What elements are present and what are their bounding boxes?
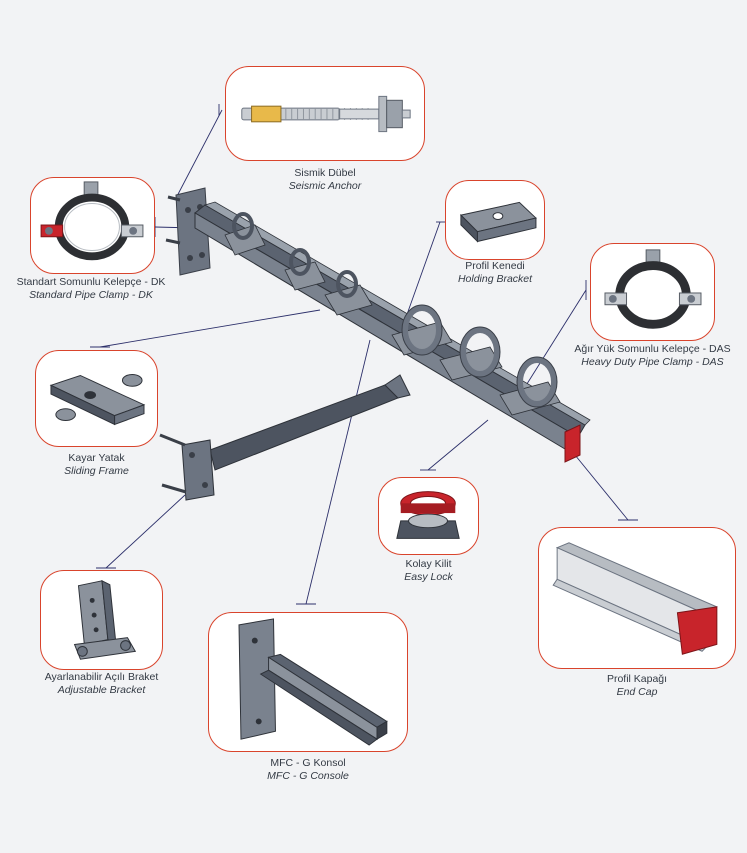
channel-console-icon: [238, 618, 388, 746]
seismic-anchor-icon: [241, 95, 411, 133]
card-pipe-clamp-dk: [30, 177, 155, 274]
end-cap-icon: [552, 542, 718, 655]
caption-end-cap: Profil Kapağı End Cap: [606, 673, 668, 698]
caption-seismic-anchor: Sismik Dübel Seismic Anchor: [288, 167, 362, 192]
caption-pipe-clamp-das: Ağır Yük Somunlu Kelepçe - DAS Heavy Dut…: [574, 343, 731, 368]
card-adjustable-bracket: [40, 570, 163, 670]
caption-easy-lock: Kolay Kilit Easy Lock: [404, 558, 453, 583]
support-assembly: [159, 187, 591, 501]
adjustable-bracket-icon: [73, 579, 137, 660]
easy-lock-icon: [396, 491, 460, 539]
holding-bracket-icon: [459, 201, 537, 243]
caption-mfc-console: MFC - G Konsol MFC - G Console: [267, 757, 349, 782]
card-holding-bracket: [445, 180, 545, 260]
leader-line-holding: [404, 221, 441, 321]
card-sliding-frame: [35, 350, 158, 447]
caption-holding-bracket: Profil Kenedi Holding Bracket: [457, 260, 533, 285]
heavy-duty-pipe-clamp-icon: [604, 249, 702, 329]
sliding-frame-icon: [49, 374, 146, 426]
card-easy-lock: [378, 477, 479, 555]
caption-pipe-clamp-dk: Standart Somunlu Kelepçe - DK Standard P…: [16, 276, 166, 301]
leader-line-anchor: [174, 109, 223, 201]
caption-adjustable-bracket: Ayarlanabilir Açılı Braket Adjustable Br…: [44, 671, 159, 696]
card-pipe-clamp-das: [590, 243, 715, 341]
card-seismic-anchor: [225, 66, 425, 161]
leader-line-sliding: [99, 309, 321, 348]
leader-line-endcap: [574, 454, 629, 521]
pipe-clamp-icon: [40, 181, 144, 261]
leader-line-console: [305, 339, 371, 605]
card-mfc-console: [208, 612, 408, 752]
card-end-cap: [538, 527, 736, 669]
caption-sliding-frame: Kayar Yatak Sliding Frame: [64, 452, 129, 477]
leader-line-easylock: [427, 419, 489, 471]
leader-line-adjust: [105, 494, 186, 569]
leader-line-clamp-das: [519, 289, 587, 396]
